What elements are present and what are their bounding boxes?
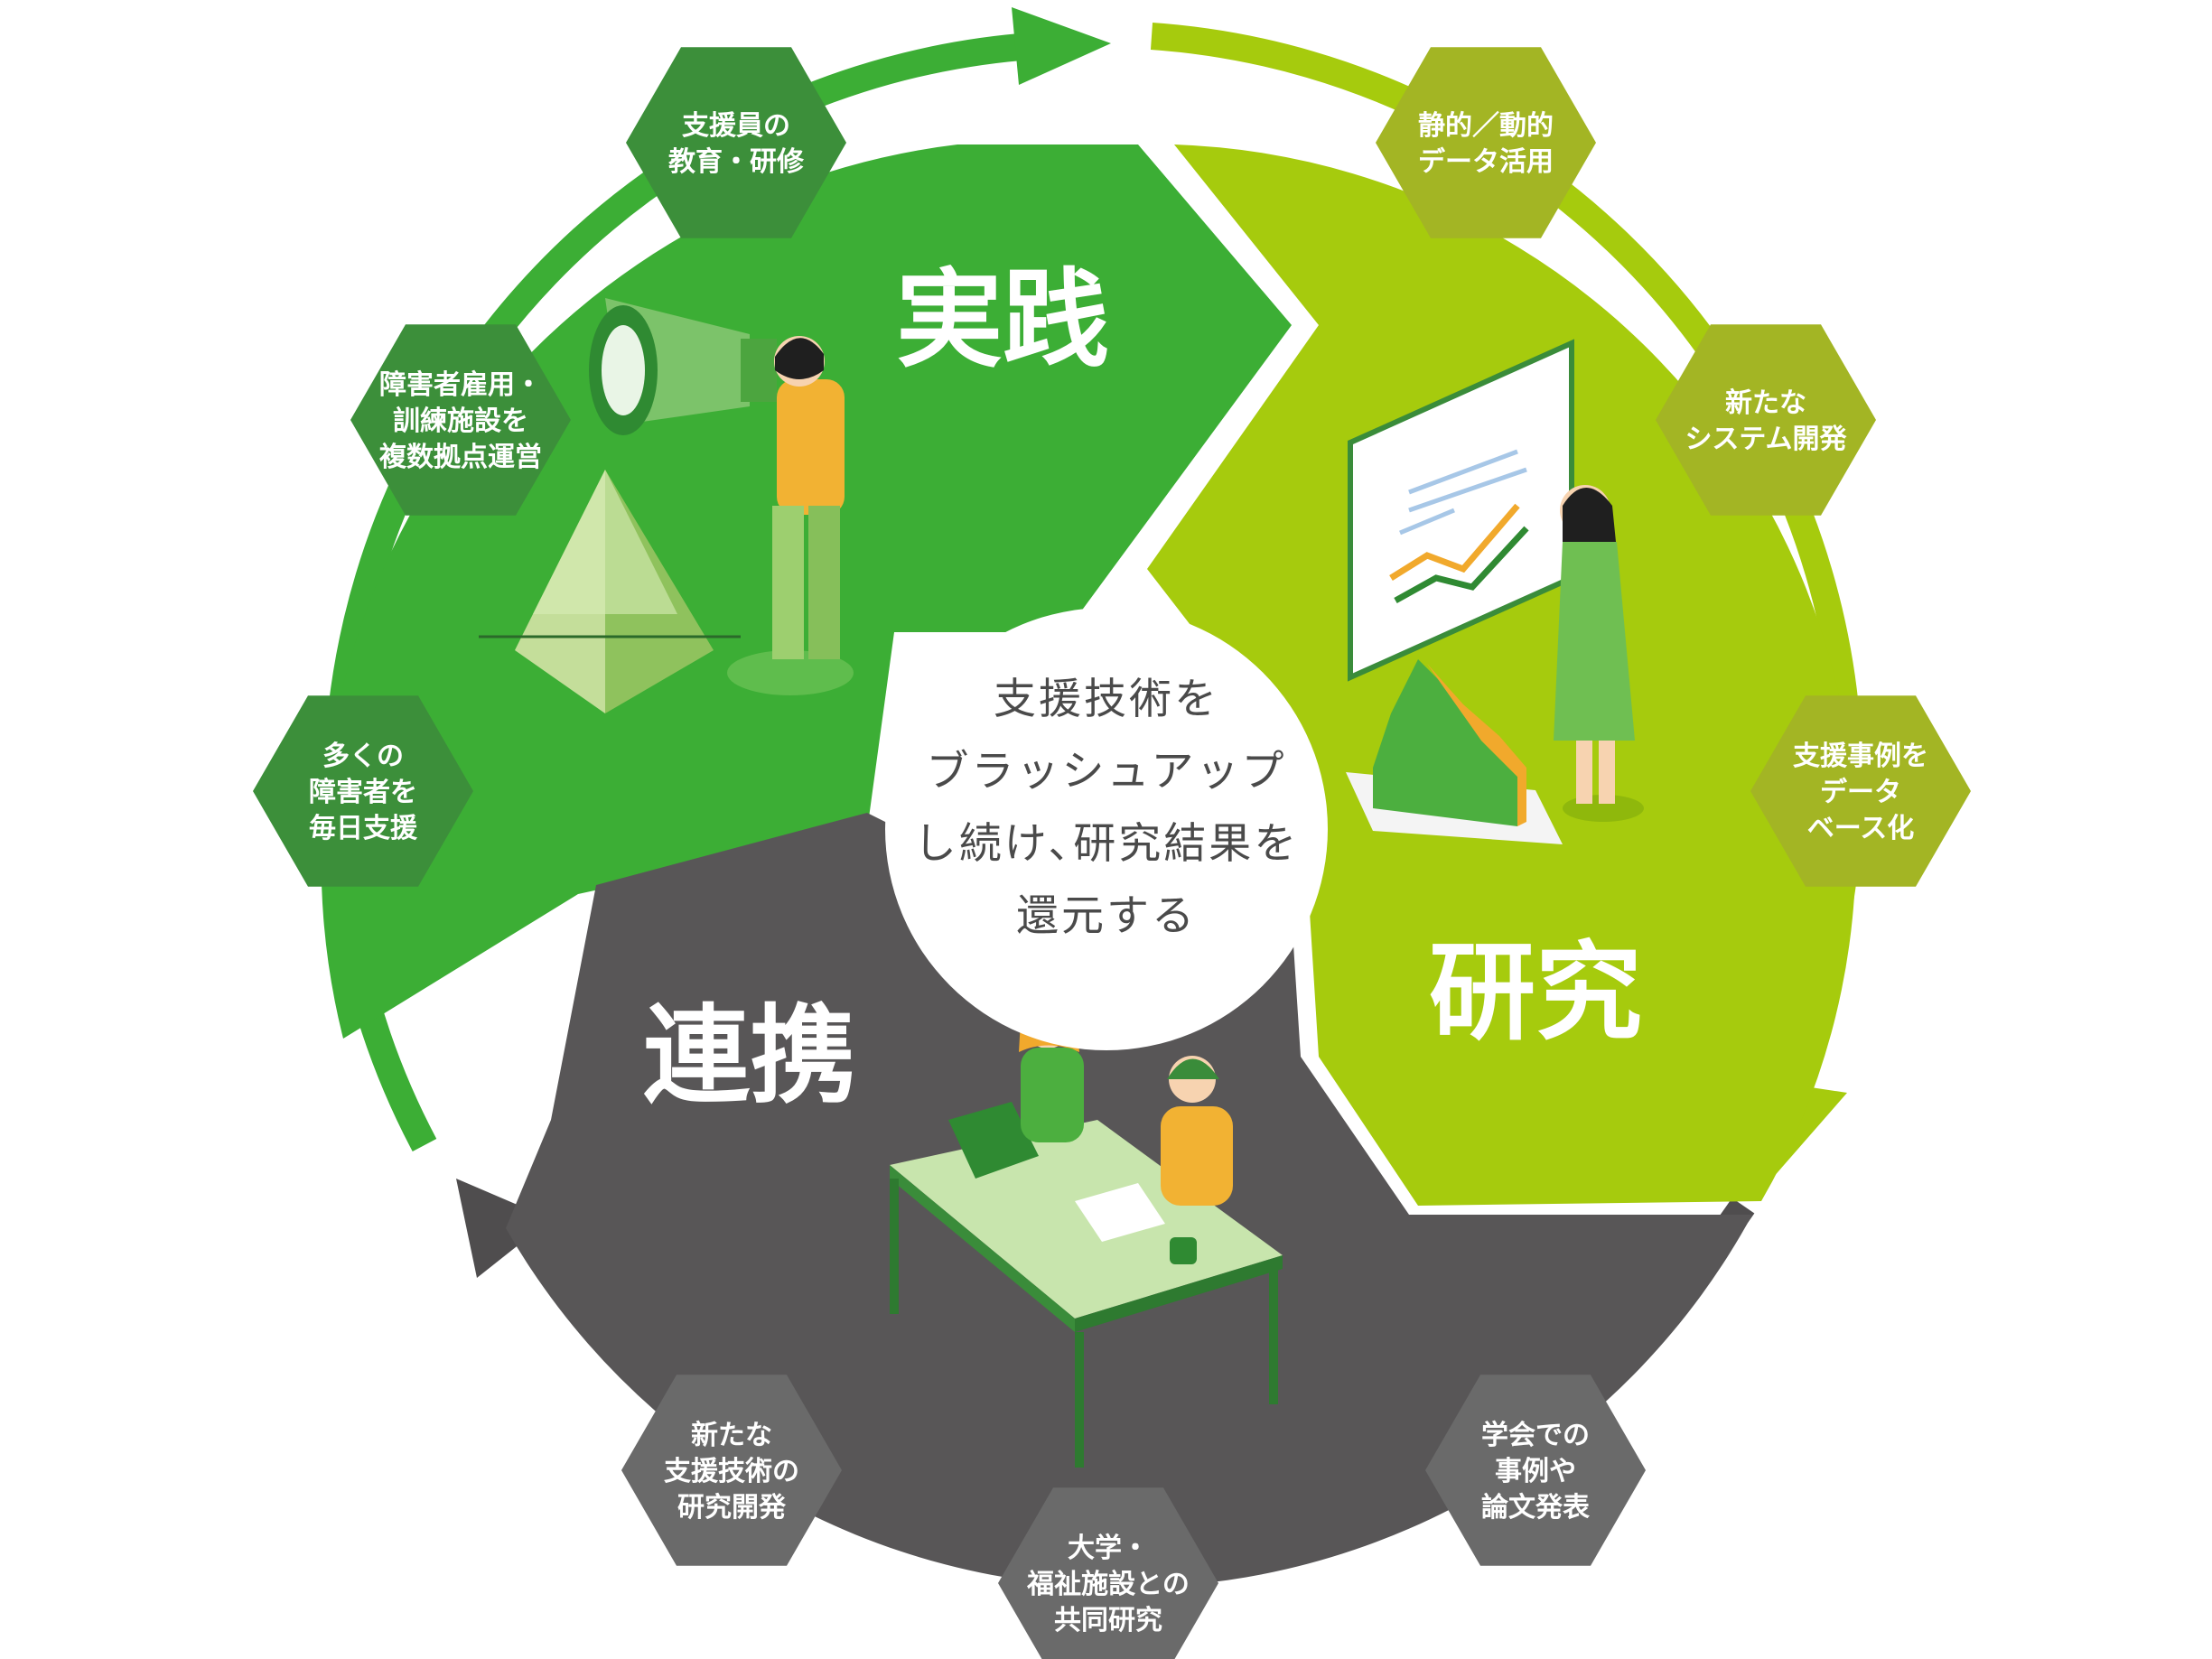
hexagon-text-line: 複数拠点運営	[379, 442, 542, 473]
hexagon-text-line: 毎日支援	[309, 813, 418, 844]
hexagon-text-line: 大学・	[1068, 1533, 1149, 1564]
hexagon-shape	[621, 1375, 842, 1566]
hexagon-text-line: 新たな	[691, 1420, 772, 1451]
hexagon-text-line: 共同研究	[1054, 1605, 1162, 1636]
center-line-3: し続け､研究結果を	[914, 819, 1300, 869]
hexagon-text-line: 支援事例を	[1793, 741, 1928, 772]
hexagon-text-line: 多くの	[322, 741, 404, 772]
hexagon-text-line: ベース化	[1807, 813, 1915, 844]
person-with-megaphone	[727, 336, 854, 695]
megaphone-icon	[589, 298, 777, 435]
area-chart-icon	[1346, 659, 1563, 844]
person-at-board	[1554, 485, 1644, 822]
hexagon-text-line: 訓練施設を	[393, 405, 528, 437]
hexagon-text-line: 支援員の	[682, 110, 790, 142]
hexagon-text-line: 福祉施設との	[1026, 1569, 1190, 1600]
hexagon-text-line: 事例や	[1495, 1456, 1576, 1487]
hexagon-text-line: 支援技術の	[664, 1456, 799, 1487]
center-message: 支援技術を ブラッシュアップ し続け､研究結果を 還元する	[885, 608, 1328, 1050]
segment-practice	[321, 144, 1293, 1039]
center-line-4: 還元する	[1016, 891, 1197, 941]
hexagon-shape	[253, 695, 473, 887]
practice-illustration	[479, 298, 854, 713]
arrow-practice-head	[1012, 7, 1111, 85]
hexagon-text-line: 障害者を	[309, 777, 417, 808]
hexagon-text-line: 教育・研修	[668, 146, 805, 178]
pyramid-icon	[479, 470, 741, 713]
arrow-collab-head	[456, 1179, 551, 1278]
research-label: 研究	[1429, 930, 1642, 1055]
hexagon-shape	[1425, 1375, 1646, 1566]
hexagon-shape	[998, 1487, 1218, 1659]
hexagon-text-line: 論文発表	[1481, 1492, 1590, 1524]
hexagon-shape	[350, 324, 571, 516]
hexagon-text-line: 静的／動的	[1418, 110, 1554, 142]
hexagon-shape	[1750, 695, 1971, 887]
hexagon-text-line: 学会での	[1481, 1420, 1590, 1451]
center-line-1: 支援技術を	[994, 675, 1219, 724]
hexagon-text-line: 障害者雇用・	[379, 369, 542, 401]
collab-illustration	[890, 1000, 1283, 1468]
practice-label: 実践	[896, 257, 1109, 382]
research-illustration	[1346, 339, 1644, 844]
hexagon-text-line: 新たな	[1725, 387, 1806, 419]
meeting-desk-icon	[890, 1102, 1283, 1468]
hexagon-text-line: システム開発	[1685, 424, 1847, 455]
collab-label: 連携	[643, 993, 856, 1118]
center-line-2: ブラッシュアップ	[926, 747, 1286, 797]
hexagon-text-line: データ	[1820, 777, 1901, 808]
hexagon-shape	[1376, 47, 1596, 238]
hexagon-shape	[1656, 324, 1876, 516]
hexagon-text-line: 研究開発	[677, 1492, 787, 1524]
center-circle	[885, 608, 1328, 1050]
hexagon-text-line: データ活用	[1418, 146, 1554, 178]
hexagon-shape	[626, 47, 846, 238]
